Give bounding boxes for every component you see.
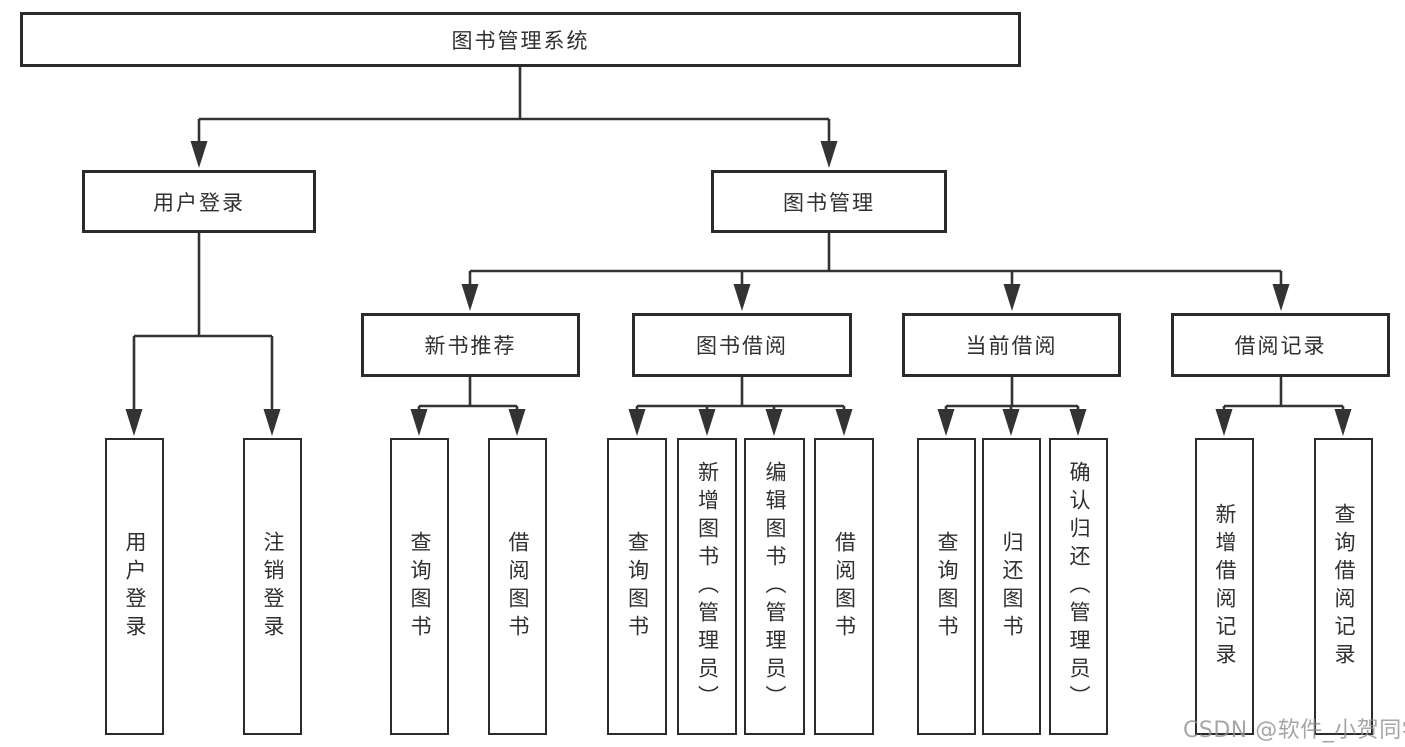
leaf-logout-label: 注销登录 xyxy=(261,530,285,643)
leaf-user-login-label: 用户登录 xyxy=(123,530,147,643)
leaf-borrow-book-a-label: 借阅图书 xyxy=(506,530,530,643)
leaf-return-book-label: 归还图书 xyxy=(1000,530,1024,643)
watermark: CSDN @软件_小贺同学 xyxy=(1183,718,1405,743)
node-borrow-record-label: 借阅记录 xyxy=(1234,334,1327,358)
node-current-borrow: 当前借阅 xyxy=(902,313,1121,377)
leaf-query-record-label: 查询借阅记录 xyxy=(1332,502,1356,671)
leaf-query-book-a: 查询图书 xyxy=(390,438,449,735)
node-new-book-rec-label: 新书推荐 xyxy=(424,334,517,358)
leaf-query-book-b: 查询图书 xyxy=(607,438,667,735)
leaf-add-book: 新增图书（管理员） xyxy=(677,438,737,735)
leaf-logout: 注销登录 xyxy=(243,438,302,735)
leaf-user-login: 用户登录 xyxy=(105,438,164,735)
node-book-mgmt-label: 图书管理 xyxy=(783,190,875,215)
node-book-borrow-label: 图书借阅 xyxy=(696,334,788,358)
leaf-borrow-book-b: 借阅图书 xyxy=(814,438,874,735)
leaf-query-book-c-label: 查询图书 xyxy=(935,530,959,643)
node-borrow-record: 借阅记录 xyxy=(1171,313,1390,377)
leaf-edit-book: 编辑图书（管理员） xyxy=(744,438,805,735)
leaf-edit-book-label: 编辑图书（管理员） xyxy=(763,460,787,713)
leaf-borrow-book-a: 借阅图书 xyxy=(488,438,547,735)
leaf-query-book-a-label: 查询图书 xyxy=(408,530,432,643)
leaf-confirm-return: 确认归还（管理员） xyxy=(1049,438,1108,735)
node-root: 图书管理系统 xyxy=(20,12,1021,67)
leaf-query-book-c: 查询图书 xyxy=(917,438,976,735)
leaf-add-record-label: 新增借阅记录 xyxy=(1213,502,1237,671)
leaf-query-record: 查询借阅记录 xyxy=(1314,438,1373,735)
node-book-borrow: 图书借阅 xyxy=(632,313,852,377)
node-user-login-label: 用户登录 xyxy=(153,190,245,215)
leaf-add-book-label: 新增图书（管理员） xyxy=(695,460,720,713)
leaf-confirm-return-label: 确认归还（管理员） xyxy=(1067,460,1091,713)
leaf-borrow-book-b-label: 借阅图书 xyxy=(832,530,857,643)
leaf-return-book: 归还图书 xyxy=(982,438,1041,735)
node-new-book-rec: 新书推荐 xyxy=(361,313,580,377)
node-user-login: 用户登录 xyxy=(82,170,316,233)
node-current-borrow-label: 当前借阅 xyxy=(965,334,1058,358)
node-root-label: 图书管理系统 xyxy=(451,28,590,53)
leaf-add-record: 新增借阅记录 xyxy=(1195,438,1254,735)
node-book-mgmt: 图书管理 xyxy=(711,170,947,233)
leaf-query-book-b-label: 查询图书 xyxy=(625,530,650,643)
